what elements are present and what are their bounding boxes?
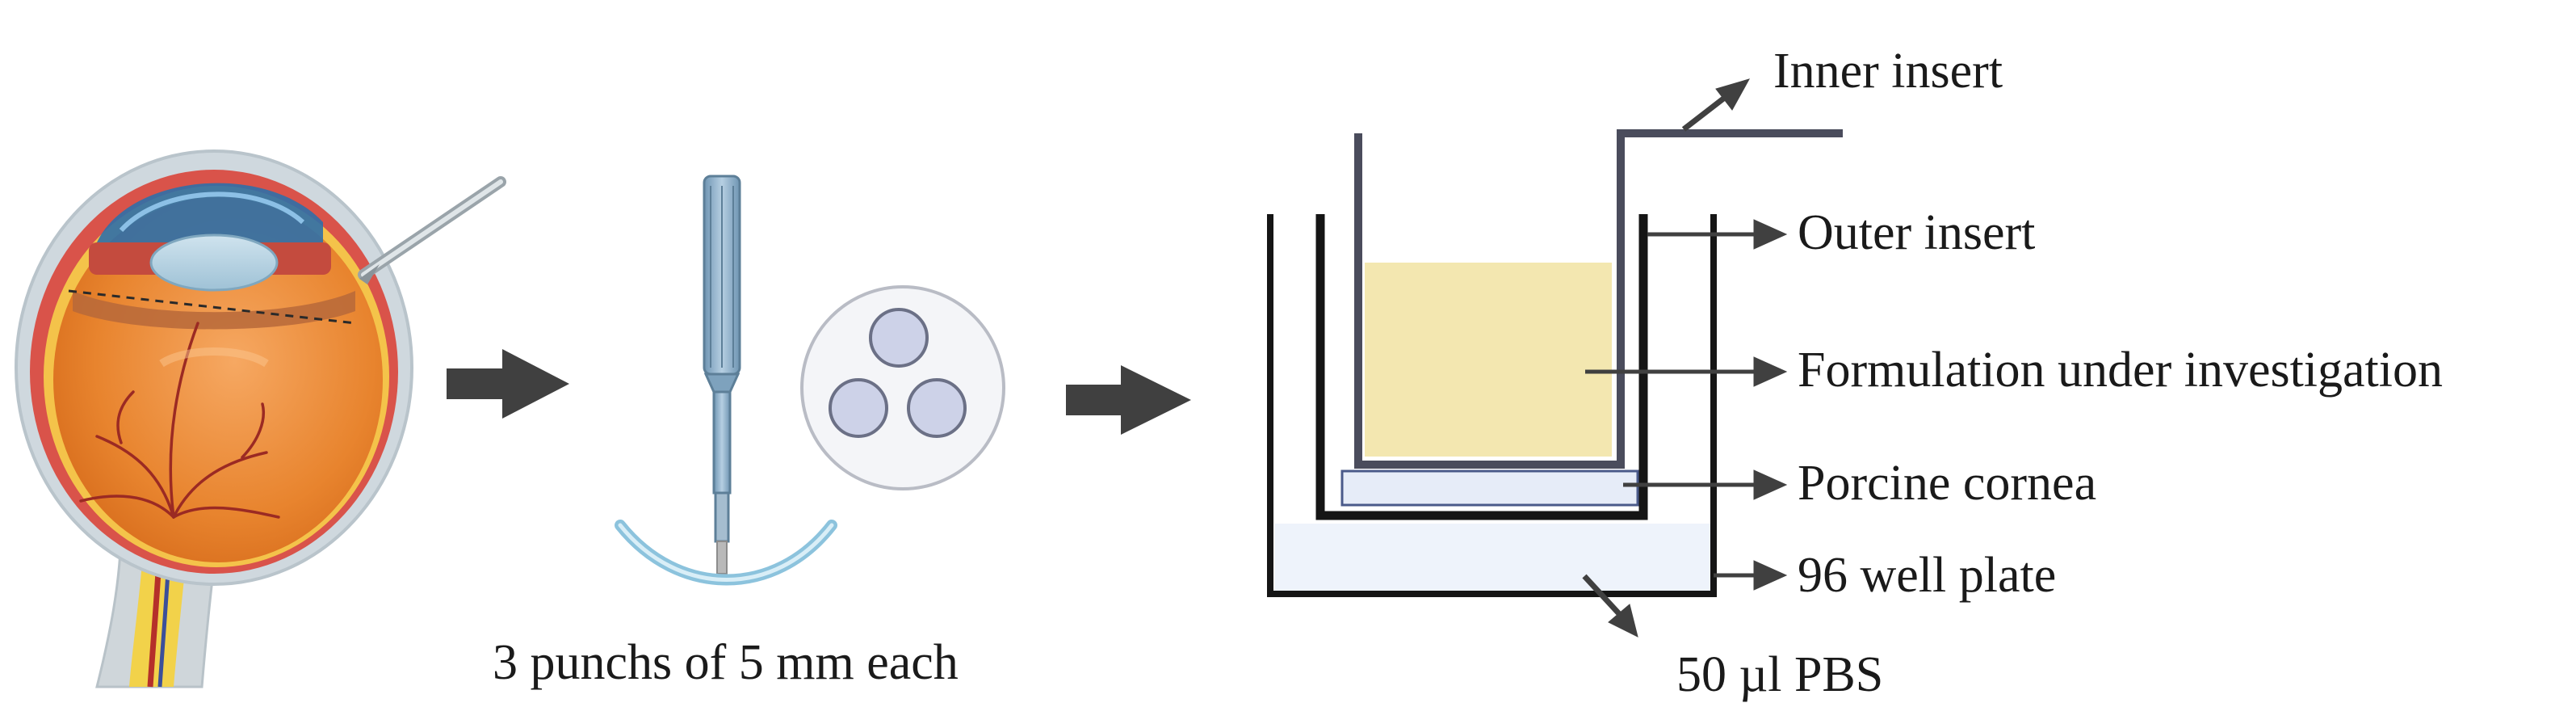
- arrowhead-pbs: [1608, 604, 1638, 638]
- eye-lens: [149, 234, 279, 292]
- process-arrow-1: [447, 349, 569, 419]
- trephine-punch-icon: [703, 175, 741, 575]
- label-pointers: [1582, 78, 1788, 638]
- pbs-medium: [1274, 524, 1710, 593]
- punch-hole-1: [869, 308, 929, 368]
- inner-insert-wall: [1354, 129, 1843, 469]
- arrowhead-inner-insert: [1715, 78, 1751, 111]
- eye-ciliary-band: [73, 291, 355, 330]
- cornea-punch-disc-icon: [800, 285, 1005, 490]
- arrowhead-cornea: [1753, 469, 1788, 500]
- eye-vitreous: [53, 197, 383, 562]
- eye-inner-shine: [159, 347, 269, 368]
- label-well-plate: 96 well plate: [1798, 548, 2056, 603]
- arrowhead-well-plate: [1753, 560, 1788, 591]
- scalpel-icon: [358, 176, 506, 284]
- diffusion-setup: [1267, 129, 1843, 597]
- porcine-cornea-layer: [1340, 469, 1639, 507]
- retinal-vessels: [79, 322, 280, 519]
- formulation-fill: [1365, 263, 1612, 457]
- label-formulation: Formulation under investigation: [1798, 343, 2443, 398]
- arrowhead-formulation: [1753, 356, 1788, 387]
- label-pbs: 50 µl PBS: [1676, 647, 1883, 702]
- punch-hole-2: [829, 378, 888, 438]
- outer-insert-wall: [1315, 214, 1648, 520]
- label-cornea: Porcine cornea: [1798, 456, 2096, 511]
- arrowhead-outer-insert: [1753, 219, 1788, 250]
- label-outer-insert: Outer insert: [1798, 205, 2035, 260]
- label-inner-insert: Inner insert: [1773, 44, 2003, 99]
- cut-line: [68, 289, 356, 325]
- well-plate-wall: [1267, 214, 1717, 597]
- eye-cornea-highlight: [119, 192, 305, 233]
- eye-illustration: [15, 149, 413, 688]
- process-arrow-2: [1066, 365, 1191, 435]
- punch-caption: 3 punchs of 5 mm each: [493, 635, 959, 690]
- punch-hole-3: [907, 378, 967, 438]
